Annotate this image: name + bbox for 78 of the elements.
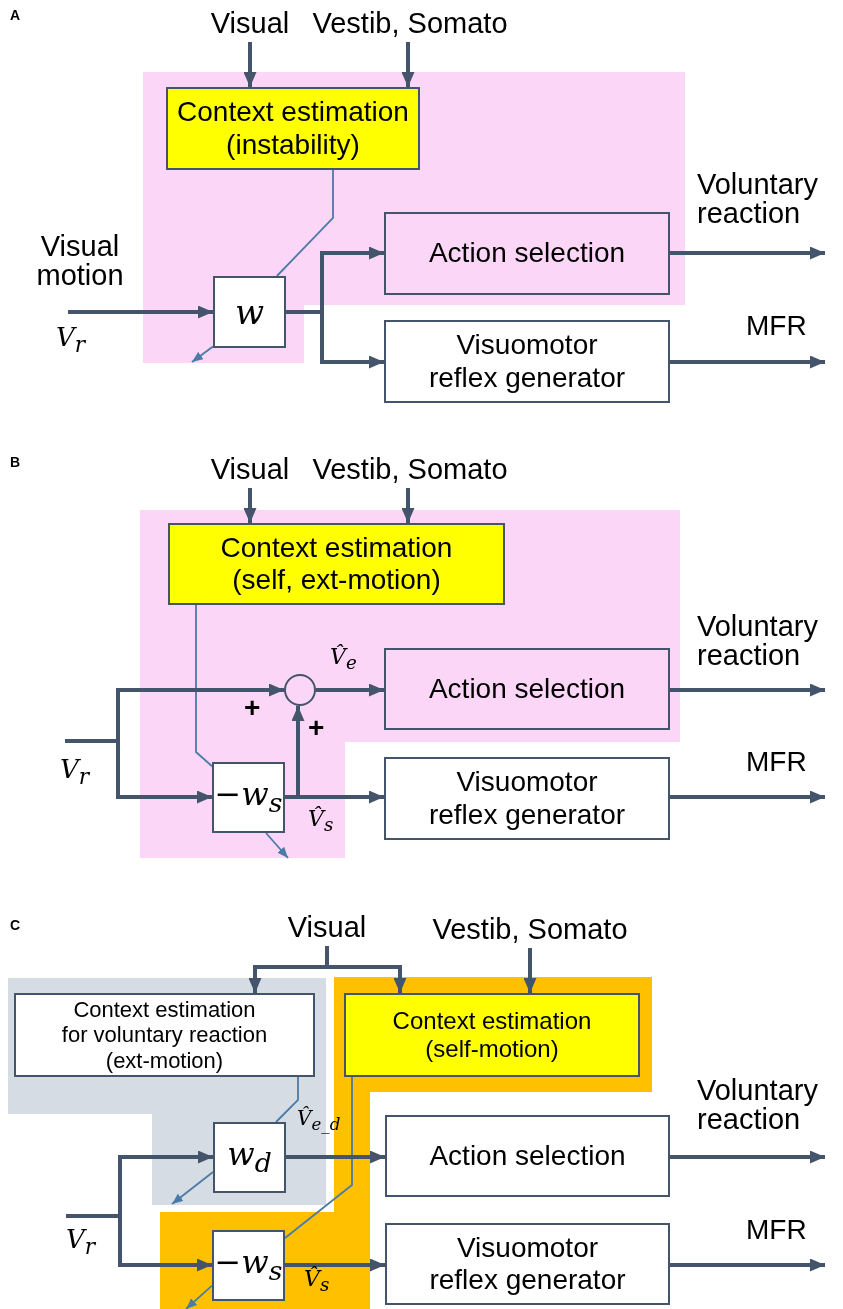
arrow — [243, 42, 257, 87]
signal-label: V$_{r}$ — [60, 756, 90, 788]
gain-symbol: −w$_{s}$ — [214, 777, 283, 818]
output-label: Voluntary reaction — [697, 1076, 819, 1134]
gain-box — [212, 762, 285, 833]
process-box — [166, 87, 420, 170]
signal-label: V̂$_{e}$ — [330, 646, 357, 673]
sign-label: + — [308, 714, 325, 742]
arrow — [670, 1150, 825, 1164]
box-label: Context estimation (self, ext-motion) — [219, 531, 454, 597]
arrow — [243, 488, 257, 523]
arrow — [171, 1171, 214, 1205]
arrow — [670, 1258, 825, 1272]
arrow — [265, 832, 289, 859]
signal-label: V̂$_{s}$ — [308, 808, 334, 835]
box-label: Context estimation (self-motion) — [391, 1007, 593, 1063]
arrow — [191, 345, 214, 363]
arrow — [401, 488, 415, 523]
output-label: MFR — [746, 312, 807, 340]
box-label: Visuomotor reflex generator — [427, 766, 627, 831]
panel-label: A — [10, 8, 21, 22]
connector-line — [275, 169, 334, 277]
process-box — [14, 993, 315, 1077]
input-label: Vestib, Somato — [425, 910, 635, 948]
box-label: Action selection — [428, 237, 626, 270]
arrow — [401, 42, 415, 87]
arrow — [670, 246, 825, 260]
process-box — [384, 757, 670, 840]
box-label: Action selection — [429, 1139, 626, 1173]
process-box — [384, 320, 670, 403]
box-label: Visuomotor reflex generator — [428, 1231, 627, 1297]
connector-line — [284, 1076, 353, 1239]
arrow — [286, 1150, 385, 1164]
box-label: Action selection — [428, 672, 626, 706]
arrow — [670, 683, 825, 697]
process-box — [344, 993, 640, 1077]
process-box — [168, 523, 505, 605]
input-label: Visual — [277, 908, 377, 946]
arrow — [670, 790, 825, 804]
gain-box — [213, 1122, 286, 1193]
box-label: Visuomotor reflex generator — [427, 329, 627, 394]
box-label: Context estimation (instability) — [176, 96, 410, 161]
signal-label: V$_{r}$ — [56, 324, 86, 356]
signal-label: V̂$_{s}$ — [304, 1268, 330, 1295]
signal-label: V$_{r}$ — [66, 1226, 96, 1258]
gain-symbol: w$_{d}$ — [227, 1137, 272, 1178]
gain-symbol: −w$_{s}$ — [214, 1245, 283, 1286]
input-label: Visual motion — [35, 232, 125, 290]
arrow — [670, 355, 825, 369]
arrow — [185, 1284, 213, 1309]
arrow — [316, 683, 384, 697]
arrow — [66, 1214, 212, 1272]
panel-label: B — [10, 455, 21, 469]
connector-line — [195, 604, 213, 768]
arrow — [286, 310, 384, 369]
arrow — [68, 305, 213, 319]
gain-box — [213, 276, 286, 348]
process-box — [384, 648, 670, 730]
arrow — [523, 948, 537, 993]
arrow — [285, 790, 384, 804]
arrow — [285, 1258, 385, 1272]
box-label: Context estimation for voluntary reaction (ext-motion) — [60, 997, 269, 1073]
panel-label: C — [10, 918, 21, 932]
output-label: Voluntary reaction — [697, 612, 819, 670]
process-box — [385, 1223, 670, 1305]
output-label: MFR — [746, 748, 807, 776]
connector-line — [275, 1076, 299, 1123]
summing-junction — [284, 674, 316, 706]
input-label: Visual — [200, 4, 300, 42]
gain-box — [212, 1230, 285, 1301]
arrow — [325, 946, 407, 993]
input-label: Visual — [200, 450, 300, 488]
sign-label: + — [244, 694, 261, 722]
gain-symbol: w — [234, 295, 265, 329]
output-label: Voluntary reaction — [697, 170, 819, 228]
process-box — [384, 212, 670, 295]
output-label: MFR — [746, 1216, 807, 1244]
process-box — [385, 1115, 670, 1197]
